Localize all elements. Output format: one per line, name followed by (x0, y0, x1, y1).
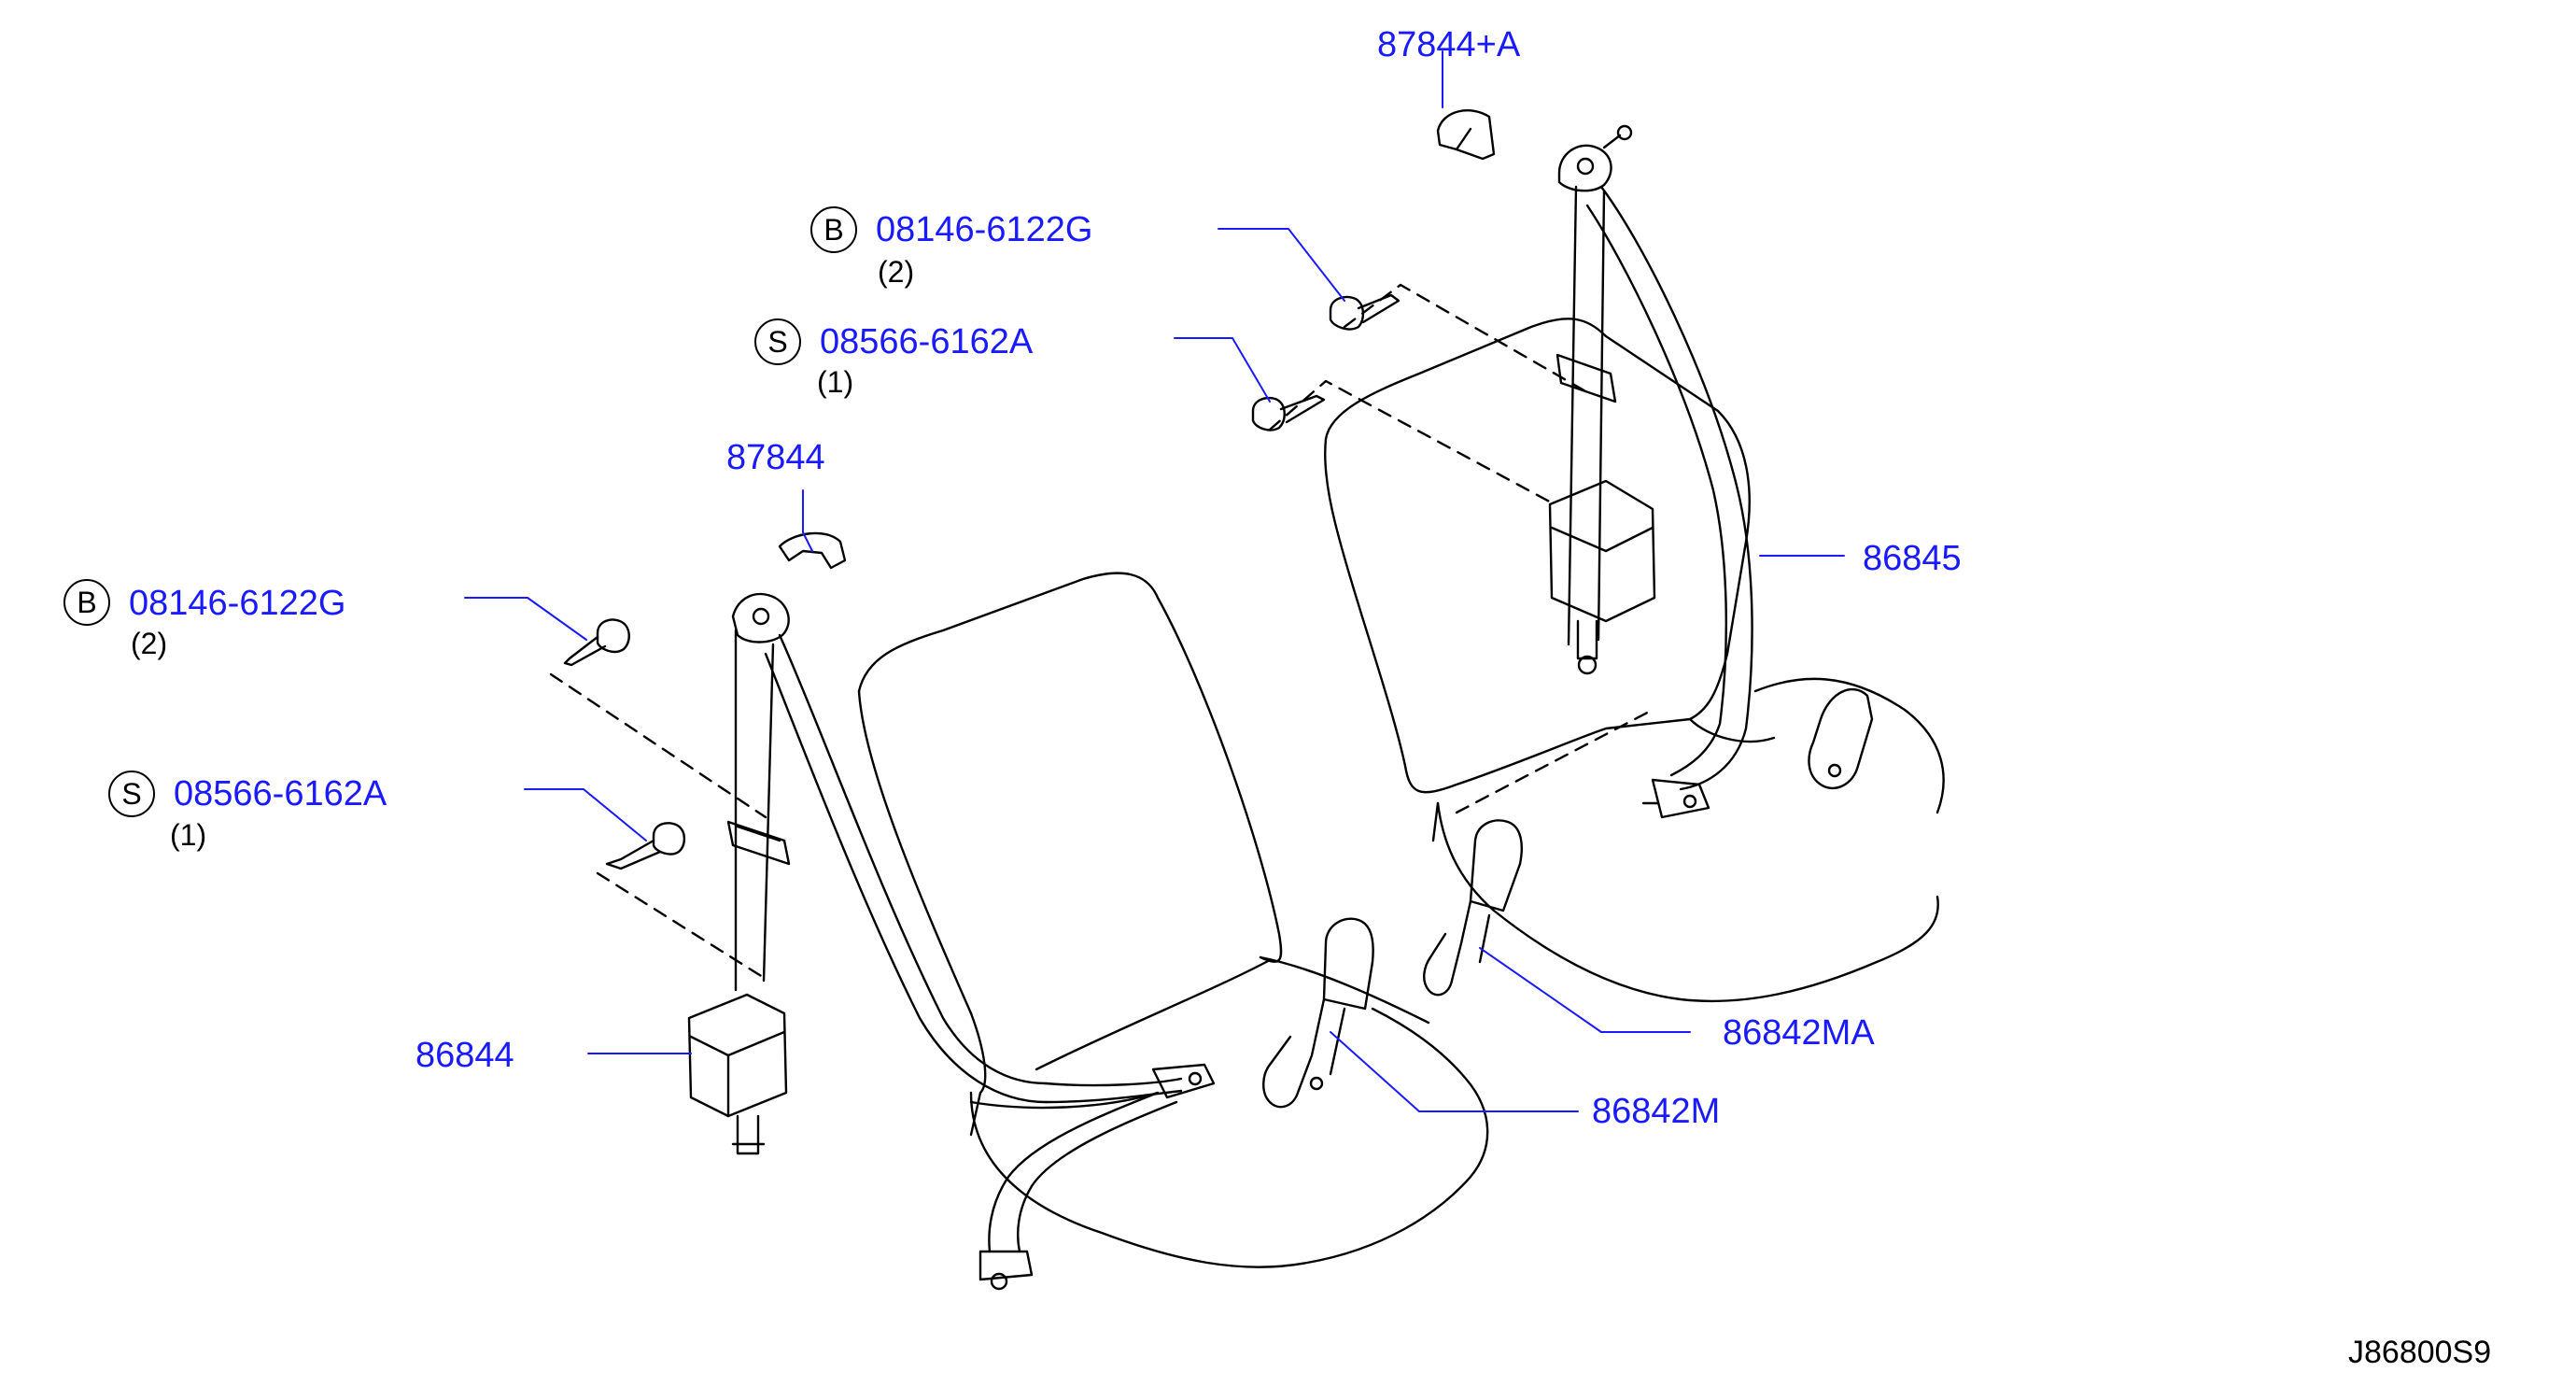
label-86842m[interactable]: 86842M (1592, 1092, 1721, 1131)
bolt-b-right-prefix: B (810, 206, 857, 253)
qty-08566-6162a-left: (1) (170, 818, 207, 852)
label-08146-6122g-right[interactable]: 08146-6122G (876, 210, 1093, 249)
leader-lines (464, 50, 1845, 1112)
diagram-code: J86800S9 (2348, 1335, 2492, 1370)
left-belt-assembly (687, 592, 1216, 1291)
bolt-left (563, 618, 630, 667)
left-seat (857, 572, 1489, 1268)
bolt-b-left-prefix: B (63, 579, 110, 626)
screw-left (605, 822, 686, 870)
right-seat (1324, 318, 1945, 1003)
label-08566-6162a-right[interactable]: 08566-6162A (820, 322, 1034, 361)
label-86844[interactable]: 86844 (415, 1036, 514, 1075)
right-belt-assembly (1548, 124, 1753, 819)
label-87844[interactable]: 87844 (726, 438, 825, 477)
label-08146-6122g-left[interactable]: 08146-6122G (129, 584, 346, 623)
screw-s-right-prefix: S (754, 318, 801, 365)
label-87844a[interactable]: 87844+A (1377, 25, 1521, 64)
cover-87844 (778, 531, 847, 570)
buckle-rear-stalk (1808, 687, 1874, 790)
buckle-86842m (1262, 917, 1374, 1109)
label-86842ma[interactable]: 86842MA (1723, 1013, 1875, 1053)
qty-08566-6162a-right: (1) (817, 365, 854, 399)
buckle-86842ma (1423, 819, 1523, 997)
screw-s-left-prefix: S (108, 771, 155, 817)
fitment-dashed-lines (549, 283, 1654, 981)
label-08566-6162a-left[interactable]: 08566-6162A (174, 774, 387, 813)
qty-08146-6122g-left: (2) (131, 627, 168, 660)
cover-87844a (1436, 109, 1496, 161)
label-86845[interactable]: 86845 (1863, 539, 1962, 578)
qty-08146-6122g-right: (2) (878, 255, 915, 289)
screw-right (1251, 394, 1326, 431)
